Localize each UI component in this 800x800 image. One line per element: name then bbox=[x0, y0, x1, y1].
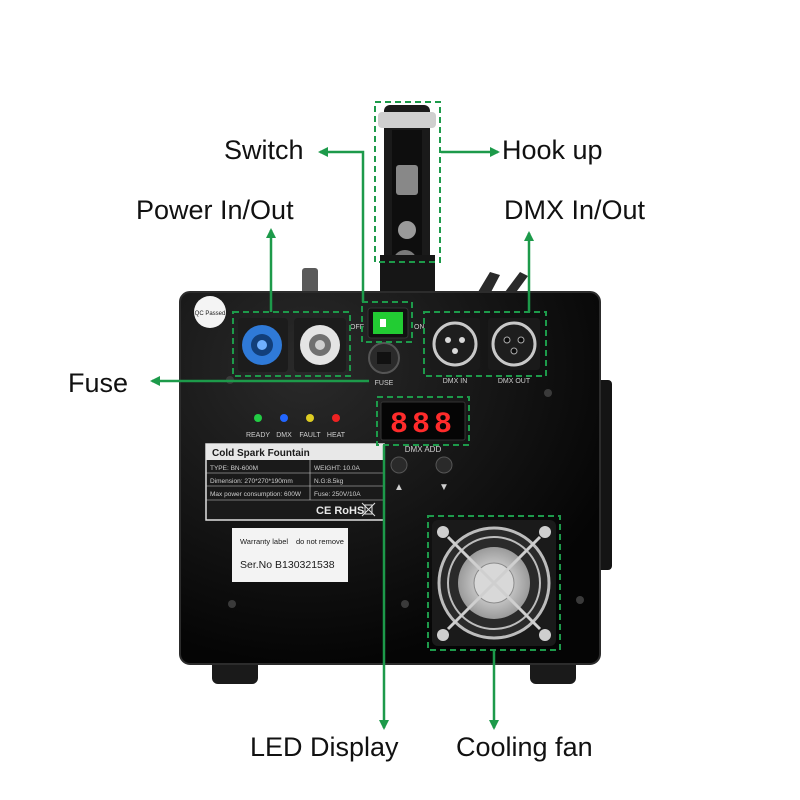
spec-row-3-right: Fuse: 250V/10A bbox=[314, 491, 361, 498]
weee-bin-icon bbox=[361, 502, 376, 517]
cooling-fan bbox=[432, 520, 556, 646]
fuse-label: FUSE bbox=[375, 380, 394, 387]
serial-number: Ser.No B130321538 bbox=[240, 559, 335, 571]
screw bbox=[228, 600, 236, 608]
power-in-out-callout: Power In/Out bbox=[136, 195, 294, 225]
spec-row-1-left: TYPE: BN-600M bbox=[210, 465, 258, 472]
switch-highlight bbox=[361, 301, 413, 343]
fuse-callout: Fuse bbox=[68, 368, 129, 398]
dmx-in-connector bbox=[430, 318, 480, 370]
indicator-dmx-label: DMX bbox=[276, 432, 292, 439]
spec-label-title: Cold Spark Fountain bbox=[212, 448, 310, 459]
indicator-ready-label: READY bbox=[246, 432, 270, 439]
switch-arrow bbox=[318, 147, 365, 302]
dmx-out-label: DMX OUT bbox=[498, 378, 531, 385]
indicator-fault-label: FAULT bbox=[299, 432, 321, 439]
warranty-note-text: do not remove bbox=[296, 537, 344, 546]
spec-row-2-left: Dimension: 270*270*190mm bbox=[210, 478, 293, 485]
dmx-in-label: DMX IN bbox=[443, 378, 468, 385]
switch-callout: Switch bbox=[224, 135, 304, 165]
dmx-up-arrow-icon: ▲ bbox=[394, 482, 404, 493]
dmx-in-out-callout: DMX In/Out bbox=[504, 195, 646, 225]
hook-up-callout: Hook up bbox=[502, 135, 603, 165]
callout-arrows bbox=[150, 147, 534, 730]
dmx-up-button[interactable] bbox=[390, 456, 408, 474]
power-out-connector bbox=[294, 318, 346, 372]
dmx-out-connector bbox=[488, 318, 540, 370]
hanging-bracket bbox=[378, 105, 436, 295]
switch-on-label: ON bbox=[414, 324, 425, 331]
top-screw-left bbox=[302, 268, 318, 296]
dmx-down-arrow-icon: ▼ bbox=[439, 482, 449, 493]
warranty-label-text: Warranty label bbox=[240, 537, 288, 546]
top-clamp-right-2 bbox=[505, 272, 528, 295]
spec-row-2-right: N.G:8.5kg bbox=[314, 478, 344, 485]
cooling-fan-callout: Cooling fan bbox=[456, 732, 593, 762]
switch-off-label: OFF bbox=[350, 324, 364, 331]
spec-row-3-left: Max power consumption: 600W bbox=[210, 491, 302, 498]
led-display-callout: LED Display bbox=[250, 732, 399, 762]
spec-row-1-right: WEIGHT: 10.0A bbox=[314, 465, 361, 472]
indicator-dmx-led bbox=[280, 414, 288, 422]
screw bbox=[544, 389, 552, 397]
indicator-heat-label: HEAT bbox=[327, 432, 346, 439]
cert-marks: CE RoHS bbox=[316, 505, 364, 517]
led-display: 888 bbox=[380, 401, 466, 442]
indicator-ready-led bbox=[254, 414, 262, 422]
fuse-holder bbox=[368, 342, 400, 374]
qc-sticker: QC Passed bbox=[194, 296, 226, 328]
power-in-connector bbox=[238, 318, 288, 372]
svg-text:QC Passed: QC Passed bbox=[195, 311, 226, 317]
power-switch[interactable] bbox=[367, 307, 409, 339]
led-display-highlight bbox=[376, 396, 470, 446]
power-in-out-highlight bbox=[232, 311, 351, 377]
spec-label: Cold Spark Fountain TYPE: BN-600M WEIGHT… bbox=[205, 443, 385, 521]
dmx-addr-label: DMX ADD bbox=[405, 445, 442, 454]
top-clamp-right bbox=[478, 272, 500, 294]
indicator-fault-led bbox=[306, 414, 314, 422]
led-display-digits: 888 bbox=[390, 408, 456, 442]
screw bbox=[576, 596, 584, 604]
hook-up-highlight bbox=[374, 101, 441, 263]
indicator-heat-led bbox=[332, 414, 340, 422]
warranty-label: Warranty label do not remove Ser.No B130… bbox=[232, 528, 348, 582]
dmx-down-button[interactable] bbox=[435, 456, 453, 474]
screw bbox=[401, 600, 409, 608]
dmx-in-out-highlight bbox=[423, 311, 547, 377]
indicator-leds: READY DMX FAULT HEAT bbox=[246, 414, 346, 439]
